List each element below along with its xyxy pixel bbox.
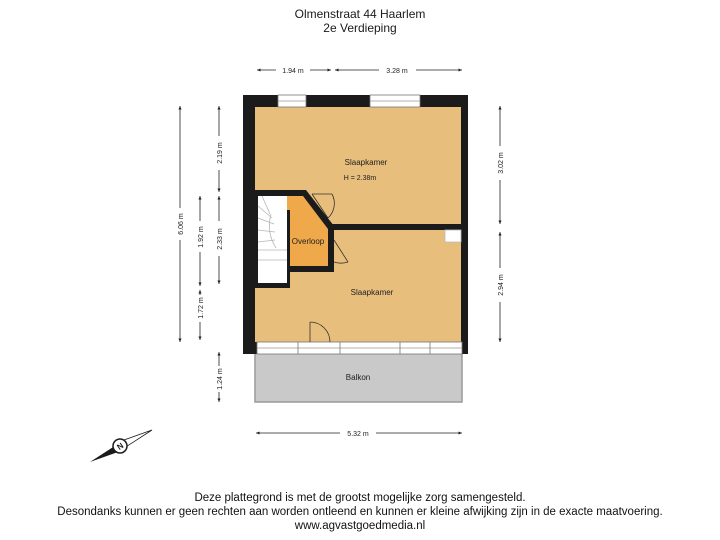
dim-right-top-label: 3.02 m (498, 152, 505, 174)
balcony-label: Balkon (346, 373, 370, 382)
plan-header: Olmenstraat 44 Haarlem 2e Verdieping (0, 7, 720, 35)
compass-icon: N (90, 429, 153, 462)
disclaimer: Deze plattegrond is met de grootst mogel… (0, 491, 720, 533)
dim-balcony-label: 1.24 m (217, 368, 224, 390)
floor-subtitle: 2e Verdieping (323, 21, 397, 35)
wall-chase (444, 229, 462, 243)
stairs (258, 196, 287, 283)
dim-left-mid-label: 2.33 m (217, 228, 224, 250)
compass-letter: N (115, 441, 125, 452)
dim-top-left-label: 1.94 m (282, 68, 304, 75)
address-title: Olmenstraat 44 Haarlem (294, 7, 426, 21)
door-top-bedroom (311, 193, 335, 219)
website-link[interactable]: www.agvastgoedmedia.nl (294, 520, 426, 532)
landing-label: Overloop (292, 237, 325, 246)
dim-top-right-label: 3.28 m (386, 68, 408, 75)
dim-stair-top-label: 1.92 m (198, 226, 205, 248)
door-balcony (309, 321, 331, 343)
landing-floor (265, 196, 328, 266)
balcony-area (254, 351, 463, 403)
door-bottom-bedroom (333, 239, 349, 264)
dim-bottom-label: 5.32 m (347, 431, 369, 438)
top-bedroom-label: Slaapkamer (345, 158, 388, 167)
dim-right-bottom-label: 2.94 m (498, 274, 505, 296)
stair-treads (257, 195, 287, 261)
dim-stair-bottom-label: 1.72 m (198, 297, 205, 319)
dim-left-overall-label: 6.06 m (178, 213, 185, 235)
bottom-bedroom-label: Slaapkamer (351, 288, 394, 297)
dim-left-top-label: 2.19 m (217, 142, 224, 164)
disclaimer-line-1: Deze plattegrond is met de grootst mogel… (194, 492, 526, 504)
disclaimer-line-2: Desondanks kunnen er geen rechten aan wo… (57, 506, 663, 518)
height-note-label: H = 2.38m (344, 175, 377, 182)
